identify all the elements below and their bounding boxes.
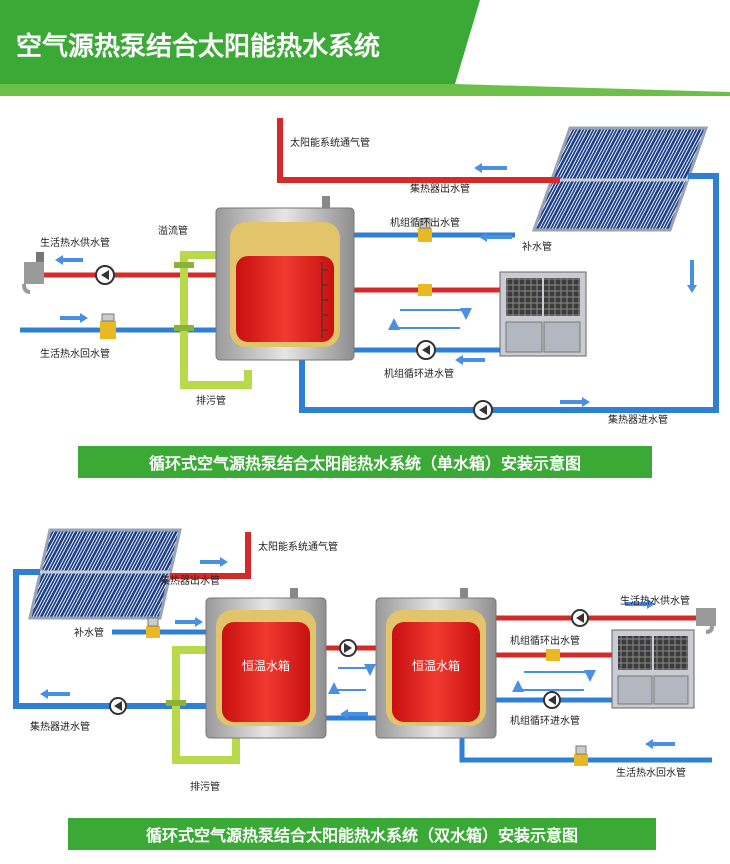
- label-return: 生活热水回水管: [40, 347, 110, 360]
- label-collector-in: 集热器进水管: [608, 413, 668, 426]
- solar-collector: [28, 528, 182, 620]
- label-drain: 排污管: [196, 394, 226, 407]
- tank-label: 恒温水箱: [412, 658, 460, 673]
- label-unit-in: 机组循环进水管: [384, 367, 454, 380]
- valve-icon: [146, 617, 160, 638]
- faucet-icon: [22, 252, 44, 294]
- heat-pump-unit: [611, 629, 695, 709]
- label-unit-out: 机组循环出水管: [390, 216, 460, 229]
- caption-bar: [78, 446, 652, 478]
- flow-arrows: [40, 557, 675, 749]
- water-tank: [215, 196, 355, 361]
- label-unit-out: 机组循环出水管: [510, 634, 580, 647]
- label-unit-in: 机组循环进水管: [510, 714, 580, 727]
- label-collector-out: 集热器出水管: [410, 182, 470, 195]
- tank-label: 恒温水箱: [242, 658, 290, 673]
- label-collector-out: 集热器出水管: [160, 574, 220, 587]
- valve-icon: [546, 649, 560, 661]
- header-banner: 空气源热泵结合太阳能热水系统: [0, 0, 730, 96]
- drain-pipe: [180, 251, 252, 389]
- collector-inlet-pipe: [299, 173, 719, 413]
- label-drain: 排污管: [190, 780, 220, 793]
- diagram-double-tank: 恒温水箱 恒温水箱: [13, 528, 716, 850]
- label-makeup: 补水管: [74, 626, 104, 639]
- heat-pump-unit: [499, 271, 587, 357]
- caption-bar: [68, 818, 656, 850]
- vent-pipe: [277, 118, 560, 183]
- label-supply: 生活热水供水管: [40, 236, 110, 249]
- valve-icon: [418, 218, 432, 242]
- valve-icon: [574, 745, 588, 766]
- caption-single: 循环式空气源热泵结合太阳能热水系统（单水箱）安装示意图: [149, 454, 581, 473]
- label-return: 生活热水回水管: [616, 766, 686, 779]
- valve-icon: [418, 284, 432, 296]
- water-tank-2: 恒温水箱: [375, 588, 497, 739]
- label-makeup: 补水管: [522, 240, 552, 253]
- label-supply: 生活热水供水管: [620, 594, 690, 607]
- label-overflow: 溢流管: [158, 224, 188, 237]
- label-vent: 太阳能系统通气管: [290, 136, 370, 149]
- label-vent: 太阳能系统通气管: [258, 540, 338, 553]
- caption-double: 循环式空气源热泵结合太阳能热水系统（双水箱）安装示意图: [146, 826, 578, 845]
- faucet-icon: [696, 608, 716, 634]
- diagram-single-tank: 太阳能系统通气管 集热器出水管 机组循环出水管 补水管 溢流管 生活热水供水管 …: [20, 118, 719, 478]
- label-collector-in: 集热器进水管: [30, 720, 90, 733]
- page-title: 空气源热泵结合太阳能热水系统: [16, 31, 380, 62]
- valve-icon: [100, 313, 116, 339]
- water-tank-1: 恒温水箱: [205, 588, 327, 739]
- flow-arrows: [55, 163, 697, 407]
